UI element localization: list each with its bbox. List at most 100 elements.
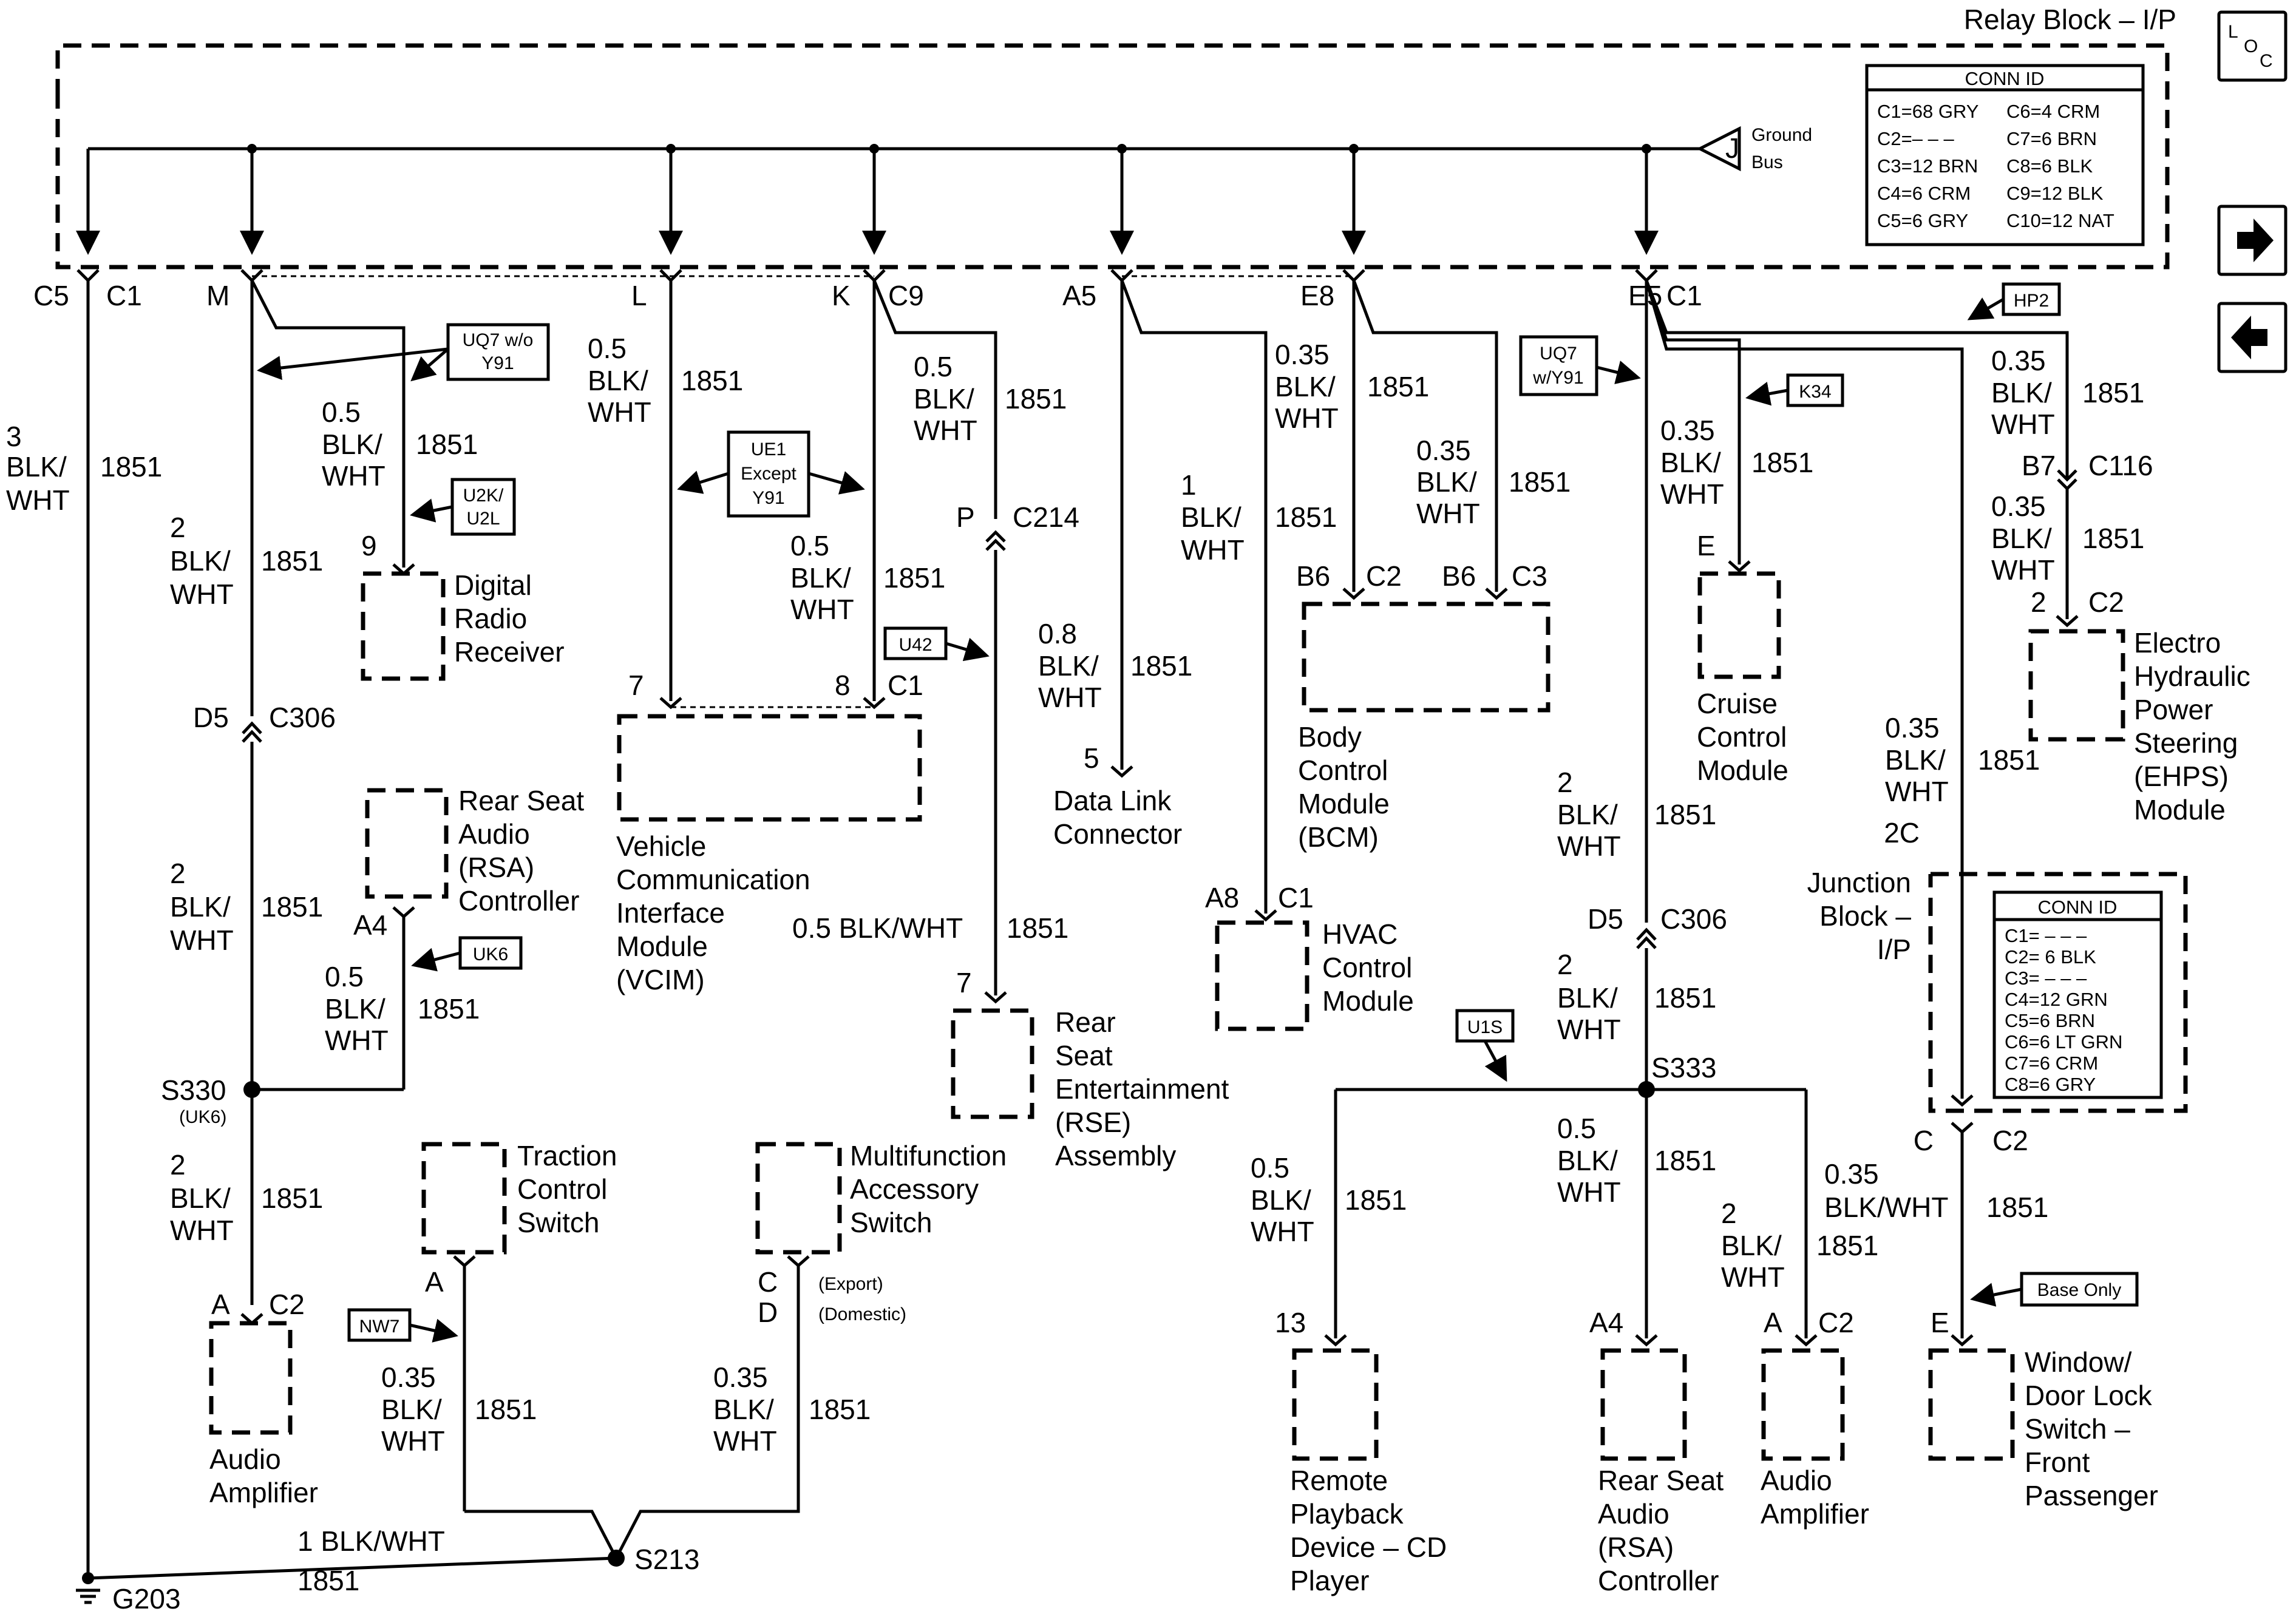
wire-color: BLK/ bbox=[6, 451, 67, 483]
wire-e8-bcm: 0.35 BLK/ WHT 1851 0.35 BLK/ WHT 1851 bbox=[1275, 280, 1571, 600]
option-label: UQ7 bbox=[1540, 344, 1577, 364]
circuit-number: 1851 bbox=[1130, 650, 1192, 682]
component-name: (RSA) bbox=[1598, 1531, 1674, 1563]
wire-gauge: 0.5 bbox=[322, 396, 361, 428]
wire-gauge: 0.35 bbox=[381, 1361, 436, 1393]
wire-color: WHT bbox=[170, 578, 234, 610]
option-k34: K34 bbox=[1745, 373, 1844, 407]
wire-color: WHT bbox=[1885, 776, 1949, 807]
component-name: Amplifier bbox=[1761, 1498, 1869, 1530]
wire-color: BLK/ bbox=[1416, 466, 1477, 498]
wire-color: BLK/ bbox=[1660, 447, 1721, 478]
junction-conn-id-title: CONN ID bbox=[2038, 897, 2118, 918]
component-name: Playback bbox=[1290, 1498, 1404, 1530]
component-name: Control bbox=[1697, 721, 1787, 753]
wire-color: WHT bbox=[790, 594, 854, 625]
component-cruise-control-module: E Cruise Control Module bbox=[1697, 530, 1788, 786]
inline-connector-pin: P bbox=[956, 501, 975, 533]
wire-color: BLK/ bbox=[170, 545, 231, 577]
pin-label: E8 bbox=[1300, 280, 1334, 311]
component-connector: C2 bbox=[269, 1289, 305, 1320]
relay-pin-labels: C5 C1 M L K C9 A5 E8 E5 C1 bbox=[33, 280, 1702, 311]
component-name: (RSA) bbox=[458, 852, 534, 883]
wire-m: 0.5 BLK/ WHT 1851 2 BLK/ WHT 1851 D5 C30… bbox=[161, 279, 480, 1326]
wire-c5-to-g203: G203 3 BLK/ WHT 1851 1 BLK/WHT 1851 bbox=[6, 280, 625, 1615]
wire-s213-branches: S213 0.35 BLK/ WHT 1851 0.35 BLK/ WHT 18… bbox=[381, 1255, 871, 1575]
component-name: (EHPS) bbox=[2134, 761, 2229, 792]
pin-label: C1 bbox=[106, 280, 142, 311]
circuit-number: 1851 bbox=[416, 429, 478, 460]
component-pin: E bbox=[1931, 1307, 1949, 1338]
wire-gauge: 0.35 bbox=[1660, 415, 1715, 446]
component-name: Rear Seat bbox=[458, 785, 584, 816]
component-name: I/P bbox=[1877, 934, 1911, 965]
relay-conn-id-table: CONN ID C1=68 GRY C2=– – – C3=12 BRN C4=… bbox=[1865, 64, 2145, 246]
wire-color: WHT bbox=[6, 484, 70, 516]
option-label: K34 bbox=[1799, 382, 1831, 402]
component-vcim: 7 8 C1 Vehicle Communication Interface M… bbox=[616, 670, 923, 995]
prev-page-button[interactable] bbox=[2217, 302, 2288, 373]
bus-drops bbox=[76, 149, 1659, 255]
component-name: Switch – bbox=[2025, 1413, 2130, 1445]
circuit-number: 1851 bbox=[297, 1565, 359, 1596]
wire-color: BLK/ bbox=[325, 993, 385, 1025]
circuit-number: 1851 bbox=[1978, 744, 2040, 776]
wire-color: BLK/ bbox=[1557, 1145, 1618, 1176]
relay-conn-id-entry: C2=– – – bbox=[1877, 128, 1954, 149]
inline-connector-label: C214 bbox=[1013, 501, 1079, 533]
wire-e5-bundle: 2 BLK/ WHT 1851 D5 C306 2 BLK/ WHT 1851 … bbox=[1251, 280, 2153, 1347]
junction-conn-id-entry: C6=6 LT GRN bbox=[2005, 1031, 2122, 1053]
wire-gauge: 1 BLK/WHT bbox=[297, 1525, 445, 1557]
next-page-button[interactable] bbox=[2217, 205, 2288, 276]
component-name: Steering bbox=[2134, 727, 2238, 759]
component-name: Communication bbox=[616, 864, 810, 895]
component-name: (BCM) bbox=[1298, 821, 1379, 853]
circuit-number: 1851 bbox=[100, 451, 162, 483]
component-connector: C2 bbox=[1818, 1307, 1854, 1338]
relay-conn-id-entry: C3=12 BRN bbox=[1877, 155, 1978, 177]
wire-color: BLK/ bbox=[1721, 1230, 1782, 1261]
component-rse-assembly: 7 Rear Seat Entertainment (RSE) Assembly bbox=[951, 967, 1229, 1171]
component-name: Traction bbox=[517, 1140, 617, 1171]
option-label: Except bbox=[741, 464, 796, 484]
component-pin: 5 bbox=[1084, 742, 1099, 774]
component-pin: A bbox=[425, 1266, 444, 1298]
wire-color: BLK/ bbox=[1181, 501, 1241, 533]
component-pin: A4 bbox=[1589, 1307, 1623, 1338]
component-name: Module bbox=[2134, 794, 2226, 825]
wire-gauge: 3 bbox=[6, 421, 22, 452]
circuit-number: 1851 bbox=[261, 891, 323, 923]
component-pin: 2C bbox=[1884, 817, 1920, 849]
wire-gauge: 2 bbox=[170, 512, 186, 543]
wire-gauge: 2 bbox=[1557, 767, 1573, 798]
relay-conn-id-title: CONN ID bbox=[1965, 68, 2045, 89]
option-u2k-u2l: U2K/ U2L bbox=[410, 478, 516, 536]
wire-gauge: 0.8 bbox=[1038, 618, 1077, 649]
ground-bus-label-1: Ground bbox=[1751, 125, 1812, 145]
component-name: Front bbox=[2025, 1446, 2090, 1478]
wire-gauge: 2 bbox=[170, 858, 186, 889]
component-name: Player bbox=[1290, 1565, 1369, 1596]
splice-note: (UK6) bbox=[179, 1107, 226, 1127]
circuit-number: 1851 bbox=[261, 1182, 323, 1214]
loc-button[interactable]: L O C bbox=[2217, 10, 2288, 82]
relay-conn-id-entry: C7=6 BRN bbox=[2006, 128, 2097, 149]
circuit-number: 1851 bbox=[681, 365, 743, 396]
circuit-number: 1851 bbox=[809, 1394, 871, 1425]
component-rsa-right: A4 Rear Seat Audio (RSA) Controller bbox=[1589, 1307, 1724, 1596]
component-pin: A4 bbox=[353, 909, 387, 941]
component-name: Connector bbox=[1053, 818, 1182, 850]
component-name: Power bbox=[2134, 694, 2213, 725]
component-name: Control bbox=[517, 1173, 607, 1205]
ground-label: G203 bbox=[112, 1583, 181, 1615]
loc-icon[interactable] bbox=[2217, 10, 2288, 82]
pin-label: M bbox=[206, 280, 229, 311]
wire-c9-rse: 0.5 BLK/ WHT 1851 P C214 0.5 BLK/WHT 185… bbox=[792, 280, 1079, 1004]
option-label: Base Only bbox=[2037, 1280, 2121, 1300]
component-name: Module bbox=[1697, 754, 1788, 786]
loc-letter: L bbox=[2228, 22, 2238, 42]
component-name: Controller bbox=[1598, 1565, 1719, 1596]
junction-conn-id-entry: C1= – – – bbox=[2005, 925, 2087, 946]
circuit-number: 1851 bbox=[261, 545, 323, 577]
wire-color: WHT bbox=[1557, 1014, 1621, 1045]
